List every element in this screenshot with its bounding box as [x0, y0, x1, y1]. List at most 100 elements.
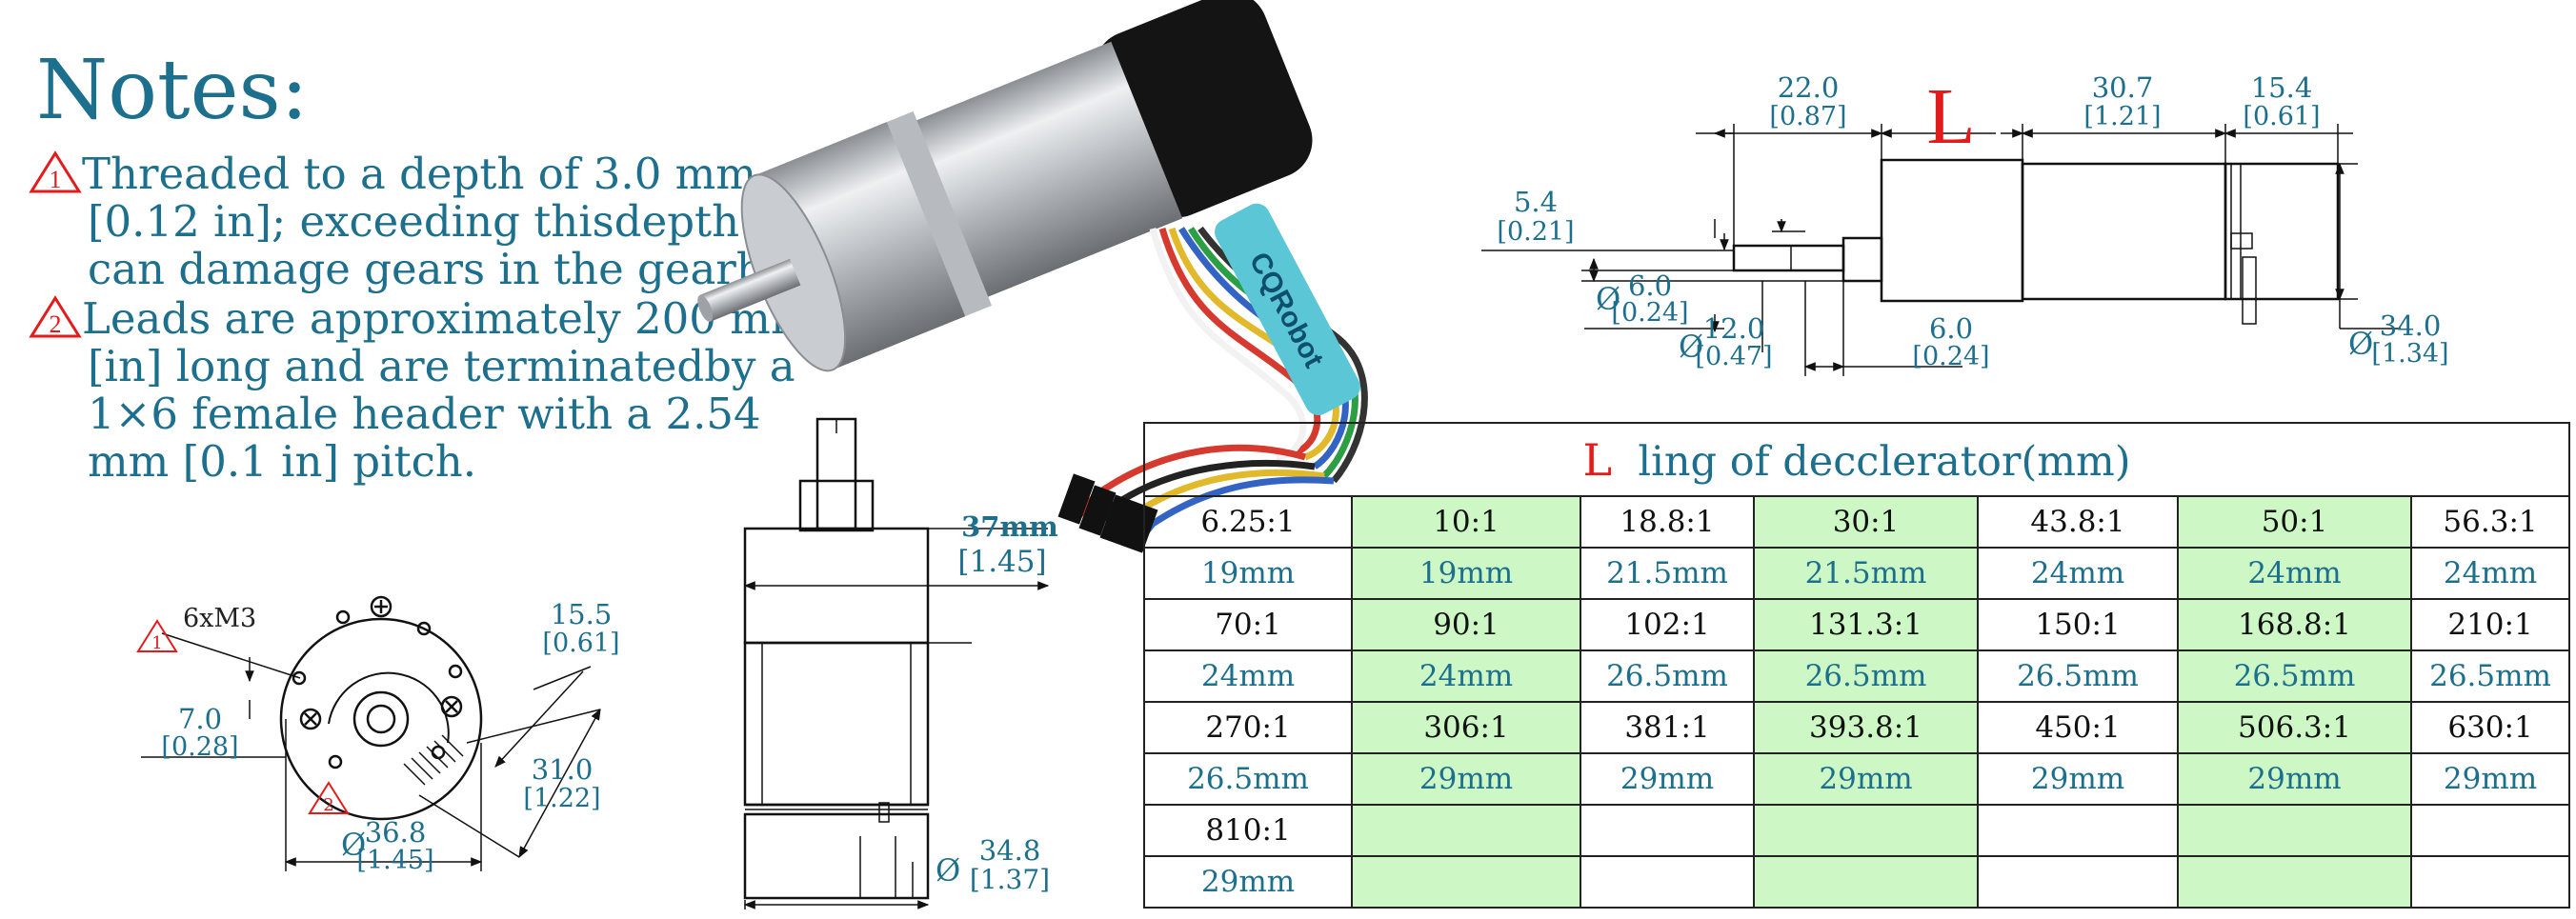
shaft-diameter-symbol: Ø — [1596, 281, 1620, 317]
side-width-in: [1.45] — [957, 545, 1046, 579]
front-diameter-symbol: Ø — [341, 827, 366, 863]
ratio-cell: 30:1 — [1753, 495, 1979, 549]
length-cell: 19mm — [1143, 547, 1353, 600]
note-1-line-1: 1 Threaded to a depth of 3.0 mm — [29, 150, 827, 198]
output-shaft — [699, 258, 801, 322]
length-cell: 29mm — [2409, 752, 2571, 806]
ratio-cell: 270:1 — [1143, 701, 1353, 754]
length-cell: 21.5mm — [1580, 547, 1755, 600]
body-diameter-symbol: Ø — [2348, 326, 2373, 362]
length-cell: 29mm — [1351, 752, 1581, 806]
note-2-line-1: 2 Leads are approximately 200 mm — [29, 295, 812, 343]
table-title-row: L ling of decclerator(mm) — [1142, 422, 2571, 497]
svg-text:2: 2 — [50, 310, 62, 338]
ratio-cell — [2409, 804, 2571, 857]
dim2-in: [1.21] — [2083, 102, 2161, 131]
side-view-annotations: 37mm [1.45] Ø 34.8 [1.37] — [936, 510, 1058, 895]
hole-spacing-mm: 15.5 — [551, 598, 613, 630]
ratio-cell: 18.8:1 — [1580, 495, 1755, 549]
length-cell — [1753, 855, 1979, 909]
ratio-cell — [1753, 804, 1979, 857]
ratio-cell: 102:1 — [1580, 598, 1755, 651]
table-row: 29mm — [1143, 855, 2571, 909]
note-1-line-2: [0.12 in]; exceeding thisdepth — [88, 196, 740, 247]
ratio-cell: 506.3:1 — [2177, 701, 2412, 754]
ratio-cell: 6.25:1 — [1143, 495, 1353, 549]
note-2-line-3: 1×6 female header with a 2.54 — [88, 389, 761, 439]
ratio-cell: 306:1 — [1351, 701, 1581, 754]
length-cell — [1580, 855, 1755, 909]
gearbox-housing — [754, 122, 966, 370]
side-width-mm: 37mm — [961, 510, 1058, 543]
ratio-cell: 90:1 — [1351, 598, 1581, 651]
length-cell: 24mm — [2409, 547, 2571, 600]
ratio-cell: 381:1 — [1580, 701, 1755, 754]
body-diameter-mm: 34.0 — [2380, 310, 2442, 342]
length-cell: 24mm — [1143, 649, 1353, 703]
ratio-cell: 70:1 — [1143, 598, 1353, 651]
ratio-cell — [2177, 804, 2412, 857]
side-diameter-symbol: Ø — [936, 852, 960, 889]
side-view-drawing — [743, 417, 1050, 909]
table-row: 70:1 90:1 102:1 131.3:1 150:1 168.8:1 21… — [1143, 598, 2571, 651]
dim4-in: [0.21] — [1497, 217, 1574, 247]
L-label: L — [1926, 72, 1975, 161]
shaft-length-in: [0.24] — [1912, 342, 1989, 371]
ratio-cell: 131.3:1 — [1753, 598, 1979, 651]
ratio-cell: 50:1 — [2177, 495, 2412, 549]
decelerator-length-table: L ling of decclerator(mm) 6.25:1 10:1 18… — [1142, 422, 2571, 909]
length-cell: 26.5mm — [1580, 649, 1755, 703]
dim3-in: [0.61] — [2243, 102, 2320, 131]
hole-spacing2-in: [1.22] — [523, 784, 600, 813]
shaft-diameter-mm: 6.0 — [1628, 270, 1672, 302]
side-diameter-mm: 34.8 — [979, 834, 1041, 867]
note-1-line-3: can damage gears in the gearbox. — [88, 244, 828, 294]
offset-in: [0.28] — [161, 732, 238, 762]
front-diameter-in: [1.45] — [356, 846, 433, 875]
dim4-mm: 5.4 — [1514, 186, 1558, 218]
length-cell: 21.5mm — [1753, 547, 1979, 600]
length-cell: 26.5mm — [1977, 649, 2179, 703]
length-cell: 26.5mm — [2409, 649, 2571, 703]
length-cell: 26.5mm — [2177, 649, 2412, 703]
top-view-drawing — [1481, 124, 2401, 376]
ratio-cell: 168.8:1 — [2177, 598, 2412, 651]
length-cell: 19mm — [1351, 547, 1581, 600]
note-2: 2 Leads are approximately 200 mm [in] lo… — [29, 295, 812, 486]
ratio-cell: 150:1 — [1977, 598, 2179, 651]
warning-triangle-icon: 2 — [29, 295, 82, 338]
offset-mm: 7.0 — [178, 703, 222, 735]
length-cell: 29mm — [2177, 752, 2412, 806]
screw-hole-top — [370, 595, 392, 618]
warning-marker-2: 2 — [308, 781, 350, 815]
ratio-cell: 630:1 — [2409, 701, 2571, 754]
boss-diameter-in: [0.47] — [1695, 342, 1772, 371]
ratio-cell: 393.8:1 — [1753, 701, 1979, 754]
thread-label: 6xM3 — [183, 604, 256, 633]
warning-triangle-icon: 1 — [29, 150, 82, 193]
shaft-diameter-in: [0.24] — [1611, 298, 1688, 328]
motor-can — [898, 41, 1183, 305]
table-row: 270:1 306:1 381:1 393.8:1 450:1 506.3:1 … — [1143, 701, 2571, 754]
warning-marker-1: 1 — [136, 619, 178, 653]
ratio-cell — [1977, 804, 2179, 857]
ratio-cell: 450:1 — [1977, 701, 2179, 754]
hole-spacing2-mm: 31.0 — [532, 753, 594, 786]
note-2-line-2: [in] long and are terminatedby a — [88, 341, 795, 391]
front-outline-circle — [279, 617, 483, 821]
svg-text:1: 1 — [151, 633, 162, 653]
front-diameter-mm: 36.8 — [365, 816, 427, 849]
side-diameter-in: [1.37] — [970, 864, 1050, 895]
cable-tie: CQRobot — [1215, 203, 1360, 416]
table-row: 26.5mm 29mm 29mm 29mm 29mm 29mm 29mm — [1143, 752, 2571, 806]
screw-hole-right — [440, 695, 463, 718]
length-cell — [1351, 855, 1581, 909]
top-motor-body — [2021, 162, 2227, 301]
boss-diameter-symbol: Ø — [1679, 329, 1703, 365]
length-cell — [2409, 855, 2571, 909]
dim3-mm: 15.4 — [2251, 71, 2313, 104]
front-view-drawing — [141, 595, 601, 871]
table-title: L ling of decclerator(mm) — [1142, 422, 2571, 497]
note-1: 1 Threaded to a depth of 3.0 mm [0.12 in… — [29, 150, 827, 293]
